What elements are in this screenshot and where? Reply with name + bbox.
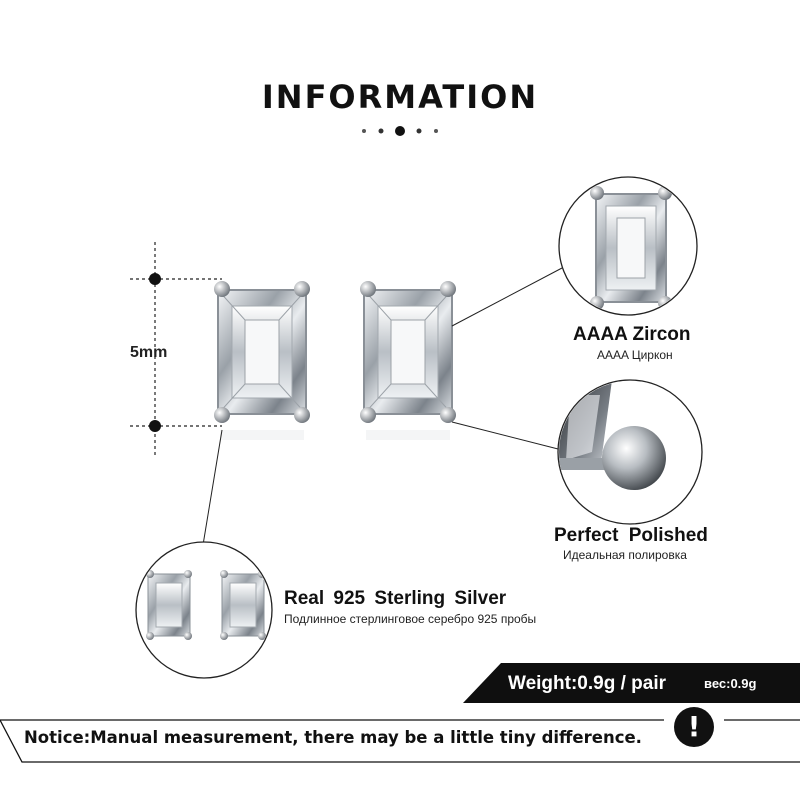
page-title: INFORMATION (261, 78, 539, 116)
notice-text: Notice:Manual measurement, there may be … (24, 728, 642, 747)
silver-title: Real 925 Sterling Silver (284, 588, 507, 609)
earring-right (360, 281, 456, 440)
zircon-subtitle: AAAA Циркон (597, 348, 673, 362)
polish-title: Perfect Polished (554, 525, 708, 546)
weight-label: Weight:0.9g / pair (508, 673, 667, 694)
zircon-detail-circle (558, 176, 698, 316)
dimension-dot-top (149, 273, 161, 285)
weight-label-ru: вес:0.9g (704, 676, 757, 691)
callout-lines (202, 267, 563, 546)
dimension-dot-bottom (149, 420, 161, 432)
title-divider-dots (362, 126, 438, 136)
exclamation-icon: ! (674, 707, 714, 747)
zircon-title: AAAA Zircon (573, 324, 691, 345)
polish-subtitle: Идеальная полировка (563, 548, 687, 562)
polish-detail-circle (557, 379, 703, 525)
silver-detail-circle (135, 541, 273, 679)
dimension-label: 5mm (130, 344, 168, 361)
notice-box (0, 719, 800, 763)
silver-subtitle: Подлинное стерлинговое серебро 925 пробы (284, 612, 537, 626)
weight-band (463, 663, 800, 703)
earring-left (214, 281, 310, 440)
